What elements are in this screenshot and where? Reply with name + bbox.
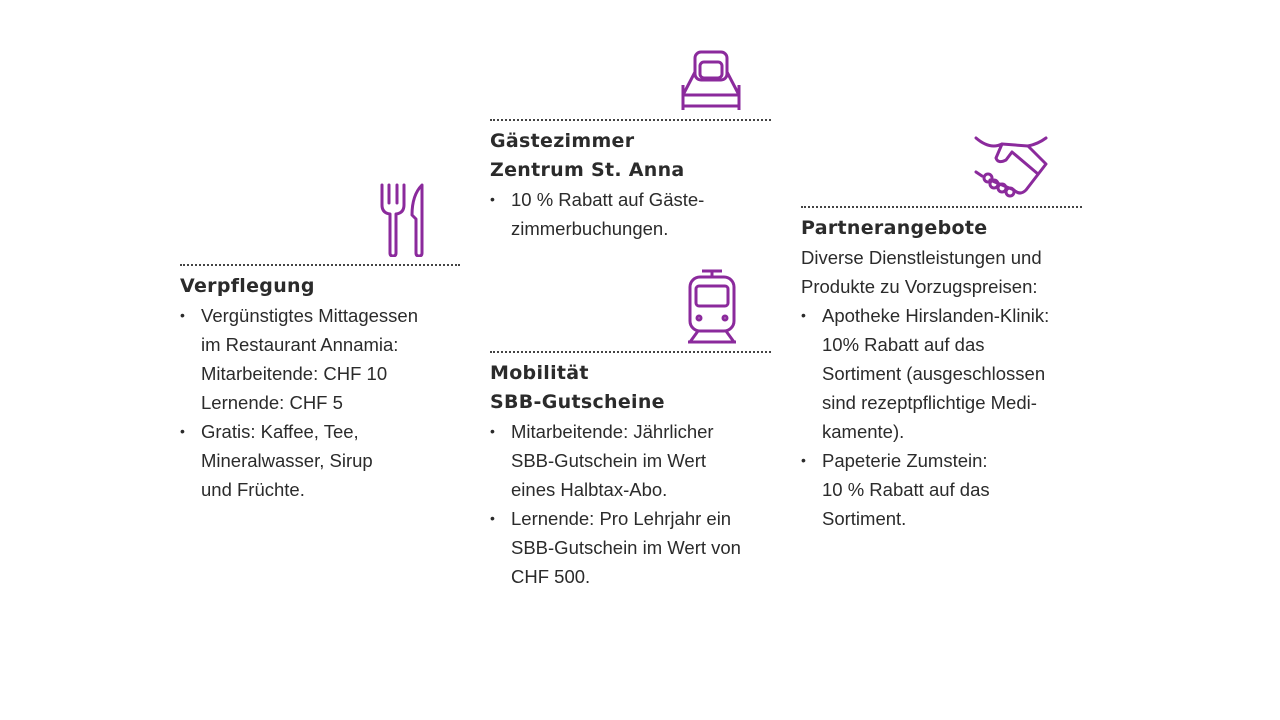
list-item: Vergünstigtes Mittagessen im Restaurant … — [180, 301, 431, 417]
divider — [801, 206, 1082, 208]
list-item: Papeterie Zumstein: 10 % Rabatt auf das … — [801, 446, 1012, 533]
divider — [490, 351, 771, 353]
section-intro: Diverse Dienstleistungen und Produkte zu… — [801, 247, 1042, 297]
divider — [180, 264, 460, 266]
list-item: Lernende: Pro Lehrjahr ein SBB-Gutschein… — [490, 504, 751, 591]
list-item: Apotheke Hirslanden-Klinik: 10% Rabatt a… — [801, 301, 1067, 446]
list-item: Gratis: Kaffee, Tee, Mineralwasser, Siru… — [180, 417, 401, 504]
cutlery-icon — [380, 183, 424, 257]
list-item: 10 % Rabatt auf Gäste-zimmerbuchungen. — [490, 185, 721, 243]
list-item: Mitarbeitende: Jährlicher SBB-Gutschein … — [490, 417, 741, 504]
section-title: Verpflegung — [180, 275, 315, 297]
tram-icon — [688, 269, 736, 344]
section-title: Partnerangebote — [801, 217, 988, 239]
verpflegung-section: Verpflegung Vergünstigtes Mittagessen im… — [180, 264, 460, 504]
bed-icon — [681, 50, 741, 110]
handshake-icon — [974, 136, 1048, 198]
partner-section: Partnerangebote Diverse Dienstleistungen… — [801, 206, 1082, 533]
divider — [490, 119, 771, 121]
